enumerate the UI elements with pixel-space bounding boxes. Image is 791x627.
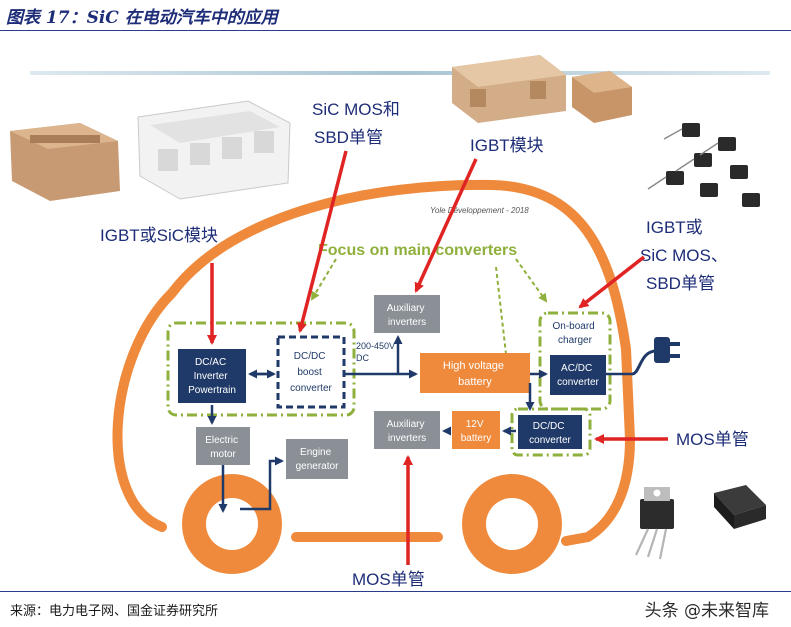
- svg-text:High voltage battery: High voltage battery: [443, 360, 507, 388]
- block-hv-battery: High voltage battery: [420, 353, 530, 393]
- callout-igbt-sic-mos-sbd: IGBT或 SiC MOS、 SBD单管: [640, 218, 733, 293]
- dcdc-conv-line-1: DC/DC: [533, 421, 565, 432]
- sic-ev-diagram: Yole Développement - 2018 Focus on main …: [0, 31, 791, 591]
- svg-text:DC/DC boost conver: DC/DC boost converter: [290, 351, 332, 394]
- source-citation: 来源：电力电子网、国金证券研究所: [10, 604, 219, 619]
- block-aux-inverters-top: Auxiliary inverters: [374, 295, 440, 333]
- module-image-left: [10, 123, 120, 201]
- hv-battery-line-1: High voltage: [443, 360, 504, 372]
- acdc-line-2: converter: [557, 377, 599, 388]
- hv-battery-line-2: battery: [458, 376, 492, 388]
- svg-text:Auxiliary inverters: Auxiliary inverters: [387, 419, 428, 444]
- source-note: Yole Développement - 2018: [430, 206, 529, 215]
- callout-igbt-module: IGBT模块: [470, 136, 544, 155]
- red-callout-arrows: [207, 150, 668, 565]
- dcac-line-1: DC/AC: [195, 357, 226, 368]
- block-electric-motor: Electric motor: [196, 427, 250, 465]
- aux-bottom-line-2: inverters: [388, 433, 426, 444]
- module-image-small: [572, 71, 632, 123]
- discrete-devices-image: [647, 123, 760, 207]
- onboard-line-2: charger: [558, 335, 593, 346]
- rear-wheel-hub: [486, 498, 538, 550]
- battery-12v-line-1: 12V: [466, 419, 484, 430]
- svg-text:DC/AC Inverter Pow: DC/AC Inverter Powertrain: [188, 357, 236, 396]
- svg-text:DC/DC converter: DC/DC converter: [529, 421, 571, 446]
- dcdc-boost-line-3: converter: [290, 383, 332, 394]
- block-12v-battery: 12V battery: [452, 411, 500, 449]
- voltage-label: 200-450V DC: [356, 341, 398, 363]
- charging-plug-icon: [631, 337, 680, 376]
- acdc-line-1: AC/DC: [561, 363, 592, 374]
- connectors: [207, 335, 632, 513]
- focus-title: Focus on main converters: [318, 242, 517, 259]
- callout-igbt-sic-line-2: SiC MOS、: [640, 246, 728, 265]
- to220-package-image: [635, 487, 674, 560]
- callout-mos-right: MOS单管: [676, 430, 749, 449]
- front-wheel-hub: [206, 498, 258, 550]
- dcdc-boost-line-1: DC/DC: [294, 351, 326, 362]
- aux-top-line-1: Auxiliary: [387, 303, 425, 314]
- svg-text:12V battery: 12V battery: [461, 419, 492, 444]
- callout-igbt-or-sic-module: IGBT或SiC模块: [100, 226, 218, 245]
- background-band: [30, 71, 770, 75]
- figure-footer: 来源：电力电子网、国金证券研究所 头条 @未来智库: [0, 591, 791, 627]
- block-acdc-converter: AC/DC converter: [550, 355, 606, 395]
- callout-igbt-sic-line-3: SBD单管: [646, 274, 715, 293]
- focus-line-left: [310, 258, 337, 301]
- battery-12v-line-2: battery: [461, 433, 492, 444]
- aux-top-line-2: inverters: [388, 317, 426, 328]
- callout-sic-mos-sbd-line-2: SBD单管: [314, 128, 383, 147]
- module-image-white: [137, 100, 291, 200]
- group-onboard-charger: [538, 311, 612, 411]
- watermark: 头条 @未来智库: [644, 601, 769, 621]
- motor-line-1: Electric: [205, 435, 238, 446]
- svg-text:Auxiliary inverters: Auxiliary inverters: [387, 303, 428, 328]
- svg-text:AC/DC converter: AC/DC converter: [557, 363, 599, 388]
- car-outline: [112, 179, 636, 546]
- block-dcdc-converter: DC/DC converter: [518, 415, 582, 449]
- callout-mos-bottom: MOS单管: [352, 570, 425, 589]
- figure-title: 图表 17：SiC 在电动汽车中的应用: [6, 8, 278, 28]
- figure-header: 图表 17：SiC 在电动汽车中的应用: [0, 0, 791, 31]
- module-image-top: [452, 55, 566, 123]
- dcac-line-2: Inverter: [194, 371, 229, 382]
- dcdc-boost-line-2: boost: [297, 367, 322, 378]
- onboard-line-1: On-board: [552, 321, 594, 332]
- block-dcac-inverter: DC/AC Inverter Powertrain: [178, 349, 246, 403]
- svg-text:Engine generator: Engine generator: [296, 447, 339, 472]
- block-engine-generator: Engine generator: [286, 439, 348, 479]
- block-aux-inverters-bottom: Auxiliary inverters: [374, 411, 440, 449]
- engine-line-2: generator: [296, 461, 339, 472]
- dcdc-conv-line-2: converter: [529, 435, 571, 446]
- block-dcdc-boost: DC/DC boost converter: [276, 335, 346, 409]
- focus-line-right: [515, 258, 548, 303]
- block-onboard-charger-label: On-board charger: [552, 321, 597, 346]
- dpak-package-image: [714, 485, 766, 529]
- engine-line-1: Engine: [300, 447, 332, 458]
- callout-igbt-sic-line-1: IGBT或: [646, 218, 703, 237]
- aux-bottom-line-1: Auxiliary: [387, 419, 425, 430]
- dcac-line-3: Powertrain: [188, 385, 236, 396]
- group-inverter: [166, 321, 356, 417]
- svg-text:Electric motor: Electric motor: [205, 435, 241, 460]
- callout-sic-mos-sbd-line-1: SiC MOS和: [312, 100, 400, 119]
- svg-text:On-board charger: On-board charger: [552, 321, 597, 346]
- voltage-line-2: DC: [356, 353, 369, 363]
- voltage-line-1: 200-450V: [356, 341, 395, 351]
- motor-line-2: motor: [210, 449, 236, 460]
- callout-sic-mos-sbd: SiC MOS和 SBD单管: [312, 100, 405, 147]
